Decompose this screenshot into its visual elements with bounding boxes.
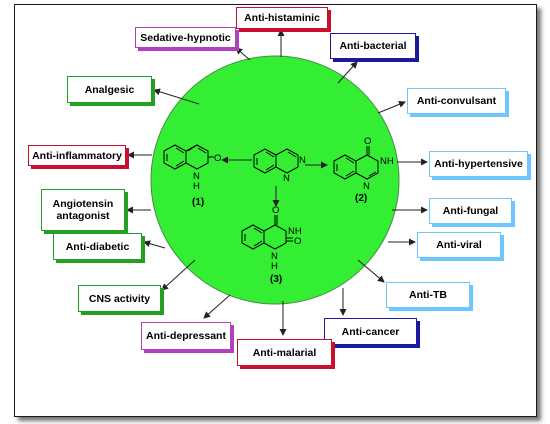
activity-label: Anti-cancer [341, 325, 400, 338]
arrow-depressant [203, 294, 231, 319]
activity-box-viral: Anti-viral [417, 232, 501, 258]
activity-label: CNS activity [88, 292, 151, 305]
compound-1-atom-o: O [214, 153, 221, 164]
activity-box-bacterial: Anti-bacterial [330, 33, 416, 59]
activity-box-cancer: Anti-cancer [324, 318, 417, 345]
arrow-sedative [235, 47, 251, 61]
compound-3-atom-nh: NH [288, 226, 302, 237]
core-atom-n3: N [299, 155, 306, 166]
compound-2-atom-nh: NH [380, 156, 394, 167]
activity-label: Anti-inflammatory [32, 149, 122, 162]
activity-label: Anti-viral [436, 239, 482, 251]
arrow-analgesic [153, 88, 200, 105]
arrow-bacterial [337, 61, 358, 84]
compound-2-atom-o: O [364, 136, 371, 147]
arrow-convulsant [377, 101, 406, 114]
arrow-tb [357, 259, 385, 283]
quinazoline-core [253, 148, 299, 174]
activity-label: Anti-diabetic [65, 240, 130, 253]
compound-1-atom-h: H [193, 181, 200, 192]
activity-label: Anti-fungal [442, 205, 499, 217]
compound-2-label: (2) [355, 193, 367, 204]
activity-label: Analgesic [84, 83, 135, 96]
activity-label: Anti-convulsant [416, 95, 497, 107]
activity-label: Anti-depressant [146, 330, 226, 342]
activity-box-tb: Anti-TB [386, 282, 470, 308]
activity-label: Anti-histaminic [244, 12, 320, 24]
activity-box-analgesic: Analgesic [67, 76, 152, 103]
activity-box-depressant: Anti-depressant [141, 322, 231, 350]
core-atom-n1: N [283, 173, 290, 184]
compound-3-atom-h: H [271, 261, 278, 272]
activity-label: Anti-bacterial [339, 40, 407, 52]
compound-1-structure [163, 144, 214, 170]
compound-1-atom-n: N [193, 171, 200, 182]
activity-box-diabetic: Anti-diabetic [53, 233, 142, 260]
activity-box-fungal: Anti-fungal [429, 198, 512, 224]
activity-box-hypertensive: Anti-hypertensive [429, 151, 528, 177]
central-green-circle [150, 55, 400, 305]
compound-3-structure [241, 215, 293, 250]
activity-label: Anti-hypertensive [434, 158, 523, 170]
arrow-cns [161, 259, 196, 291]
activity-arrows [126, 29, 428, 336]
activity-box-histaminic: Anti-histaminic [236, 7, 328, 29]
activity-box-angiotensin: Angiotensin antagonist [41, 189, 125, 231]
compound-2-atom-n: N [363, 181, 370, 192]
compound-3-atom-o-right: O [294, 236, 301, 247]
arrow-diabetic [143, 240, 166, 249]
core-arrows [221, 156, 328, 207]
compound-3-atom-o-top: O [272, 205, 279, 216]
activity-box-cns: CNS activity [78, 285, 161, 312]
compound-2-structure [333, 146, 379, 180]
activity-label: Angiotensin antagonist [52, 198, 114, 222]
compound-3-atom-n: N [271, 251, 278, 262]
activity-label: Anti-TB [409, 289, 447, 301]
activity-box-inflammatory: Anti-inflammatory [28, 145, 126, 166]
compound-1-label: (1) [192, 197, 204, 208]
activity-label: Anti-malarial [252, 346, 317, 359]
activity-box-convulsant: Anti-convulsant [407, 88, 506, 114]
compound-3-label: (3) [270, 274, 282, 285]
activity-label: Sedative-hypnotic [140, 31, 231, 44]
activity-box-malarial: Anti-malarial [237, 339, 332, 366]
activity-box-sedative: Sedative-hypnotic [135, 27, 236, 48]
